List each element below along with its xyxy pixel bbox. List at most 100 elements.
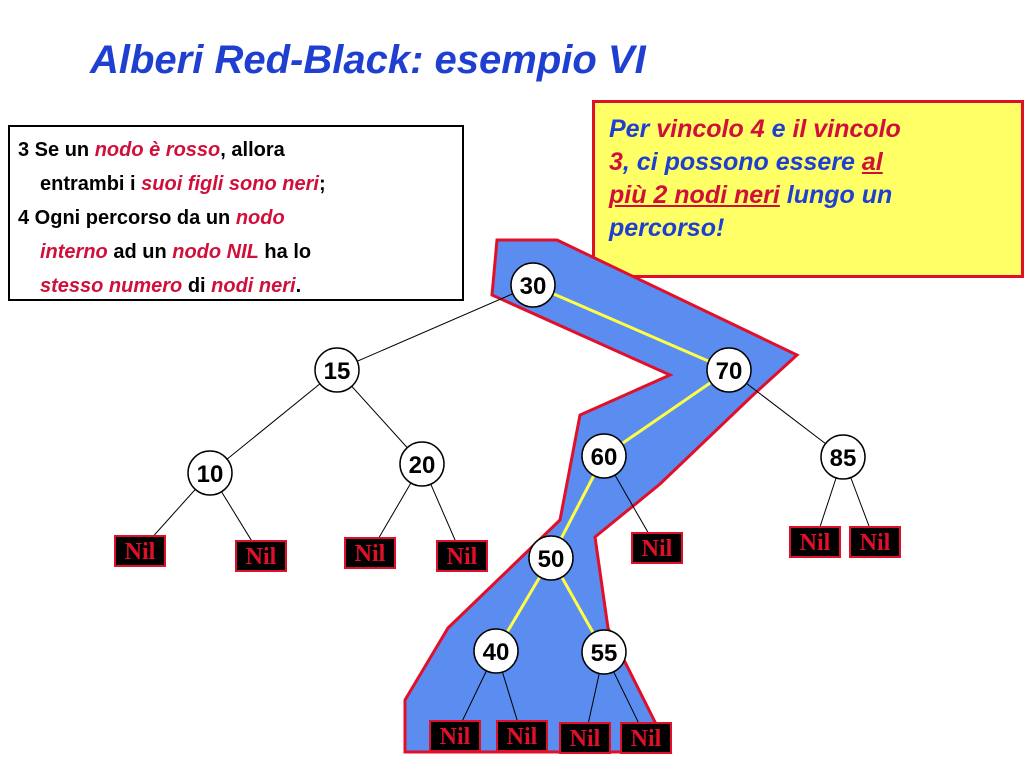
- tree-node-circle: [581, 433, 627, 479]
- rule-3-text-d: entrambi i: [40, 173, 142, 195]
- nil-leaf-box: [559, 722, 611, 754]
- nil-leaves: Nil Nil Nil Nil Nil Nil Nil Nil Nil Nil …: [114, 526, 901, 754]
- tree-node-label: 40: [483, 639, 510, 666]
- tree-node-circle: [473, 628, 519, 674]
- nil-leaf-label: Nil: [440, 724, 471, 750]
- tree-node: 60: [581, 433, 627, 479]
- nil-leaf-box: [344, 537, 396, 569]
- tree-node-label: 60: [591, 444, 618, 471]
- tree-node-label: 20: [409, 452, 436, 479]
- page-title: Alberi Red-Black: esempio VI: [90, 38, 646, 82]
- nil-leaf-box: [620, 722, 672, 754]
- nil-leaf: Nil: [344, 537, 396, 569]
- tree-nodes: 30 15 70 10 20 60 85 50 40 55: [187, 262, 866, 675]
- rule-4-emphasis-black-nodes: nodi neri: [211, 275, 296, 297]
- nil-leaf: Nil: [496, 720, 548, 752]
- nil-leaf-box: [631, 532, 683, 564]
- tree-node: 10: [187, 450, 233, 496]
- tree-node-circle: [399, 441, 445, 487]
- note-line-4: percorso!: [609, 212, 1013, 245]
- nil-leaf-label: Nil: [125, 539, 156, 565]
- rule-4-emphasis-nil-node: nodo NIL: [172, 241, 259, 263]
- note-line-2: 3, ci possono essere al: [609, 146, 1013, 179]
- rule-3-line-2: entrambi i suoi figli sono neri;: [18, 167, 462, 201]
- rule-3-text-f: ;: [318, 173, 326, 195]
- note-text-6: , ci possono essere: [622, 148, 862, 176]
- tree-node-circle: [581, 629, 627, 675]
- tree-node-label: 15: [324, 358, 351, 385]
- nil-leaf-box: [496, 720, 548, 752]
- tree-edge: [336, 284, 534, 371]
- tree-edge: [209, 369, 338, 474]
- nil-leaf-box: [114, 535, 166, 567]
- rule-4-text-f: ha lo: [258, 241, 312, 263]
- nil-leaf-label: Nil: [507, 724, 538, 750]
- rule-4-line-3: stesso numero di nodi neri.: [18, 269, 462, 303]
- nil-leaf: Nil: [631, 532, 683, 564]
- nil-leaf-label: Nil: [570, 726, 601, 752]
- rule-4-text-a: 4 Ogni percorso da un: [18, 207, 236, 229]
- note-emphasis-two-black-nodes: più 2 nodi neri: [609, 181, 780, 209]
- rule-3-text-a: 3 Se un: [18, 139, 95, 161]
- rule-3-emphasis-red-node: nodo è rosso: [94, 139, 221, 161]
- rule-3-line-1: 3 Se un nodo è rosso, allora: [18, 133, 462, 167]
- note-emphasis-3: 3: [609, 148, 623, 176]
- nil-leaf: Nil: [559, 722, 611, 754]
- nil-leaf-box: [789, 526, 841, 558]
- nil-leaf-label: Nil: [642, 536, 673, 562]
- rule-4-emphasis-internal: interno: [40, 241, 108, 263]
- tree-node: 15: [314, 347, 360, 393]
- note-box: Per vincolo 4 e il vincolo 3, ci possono…: [592, 100, 1024, 278]
- nil-leaf: Nil: [436, 540, 488, 572]
- rule-4-emphasis-same-number: stesso numero: [40, 275, 183, 297]
- nil-leaf-label: Nil: [860, 530, 891, 556]
- note-line-3: più 2 nodi neri lungo un: [609, 179, 1013, 212]
- tree-node-circle: [820, 434, 866, 480]
- tree-node-circle: [314, 347, 360, 393]
- nil-leaf: Nil: [620, 722, 672, 754]
- highlighted-tree-edge: [532, 283, 730, 372]
- rule-3-emphasis-children-black: suoi figli sono neri: [141, 173, 319, 195]
- nil-leaf-label: Nil: [447, 544, 478, 570]
- tree-node-label: 85: [830, 445, 857, 472]
- note-text-9: lungo un: [779, 181, 893, 209]
- nil-leaf: Nil: [849, 526, 901, 558]
- nil-leaf-box: [436, 540, 488, 572]
- nil-leaf: Nil: [789, 526, 841, 558]
- nil-leaf-box: [429, 720, 481, 752]
- note-text-10: percorso!: [609, 214, 725, 242]
- tree-node: 55: [581, 629, 627, 675]
- tree-node: 50: [528, 535, 574, 581]
- tree-node: 70: [706, 347, 752, 393]
- tree-node-circle: [528, 535, 574, 581]
- nil-leaf-box: [235, 540, 287, 572]
- nil-leaf: Nil: [114, 535, 166, 567]
- note-text-1: Per: [609, 115, 657, 143]
- tree-node-circle: [706, 347, 752, 393]
- tree-node: 40: [473, 628, 519, 674]
- nil-leaf-label: Nil: [631, 726, 662, 752]
- tree-node-label: 10: [197, 461, 224, 488]
- note-emphasis-at: al: [861, 148, 883, 176]
- note-emphasis-constraint: il vincolo: [792, 115, 901, 143]
- rule-4-text-d: ad un: [107, 241, 173, 263]
- tree-node-label: 30: [520, 273, 547, 300]
- note-emphasis-constraint-4: vincolo 4: [656, 115, 765, 143]
- tree-edge: [728, 369, 844, 458]
- note-text-3: e: [764, 115, 793, 143]
- tree-node-label: 55: [591, 640, 618, 667]
- rule-4-text-h: di: [182, 275, 212, 297]
- note-line-1: Per vincolo 4 e il vincolo: [609, 113, 1013, 146]
- rule-4-line-2: interno ad un nodo NIL ha lo: [18, 235, 462, 269]
- highlighted-tree-edge: [603, 368, 730, 458]
- rule-4-emphasis-node: nodo: [235, 207, 285, 229]
- nil-leaf: Nil: [429, 720, 481, 752]
- tree-node: 85: [820, 434, 866, 480]
- tree-node-circle: [187, 450, 233, 496]
- nil-leaf-label: Nil: [355, 541, 386, 567]
- rule-3-text-c: , allora: [220, 139, 285, 161]
- tree-node-circle: [510, 262, 556, 308]
- rules-box: 3 Se un nodo è rosso, allora entrambi i …: [8, 125, 464, 301]
- nil-leaf: Nil: [235, 540, 287, 572]
